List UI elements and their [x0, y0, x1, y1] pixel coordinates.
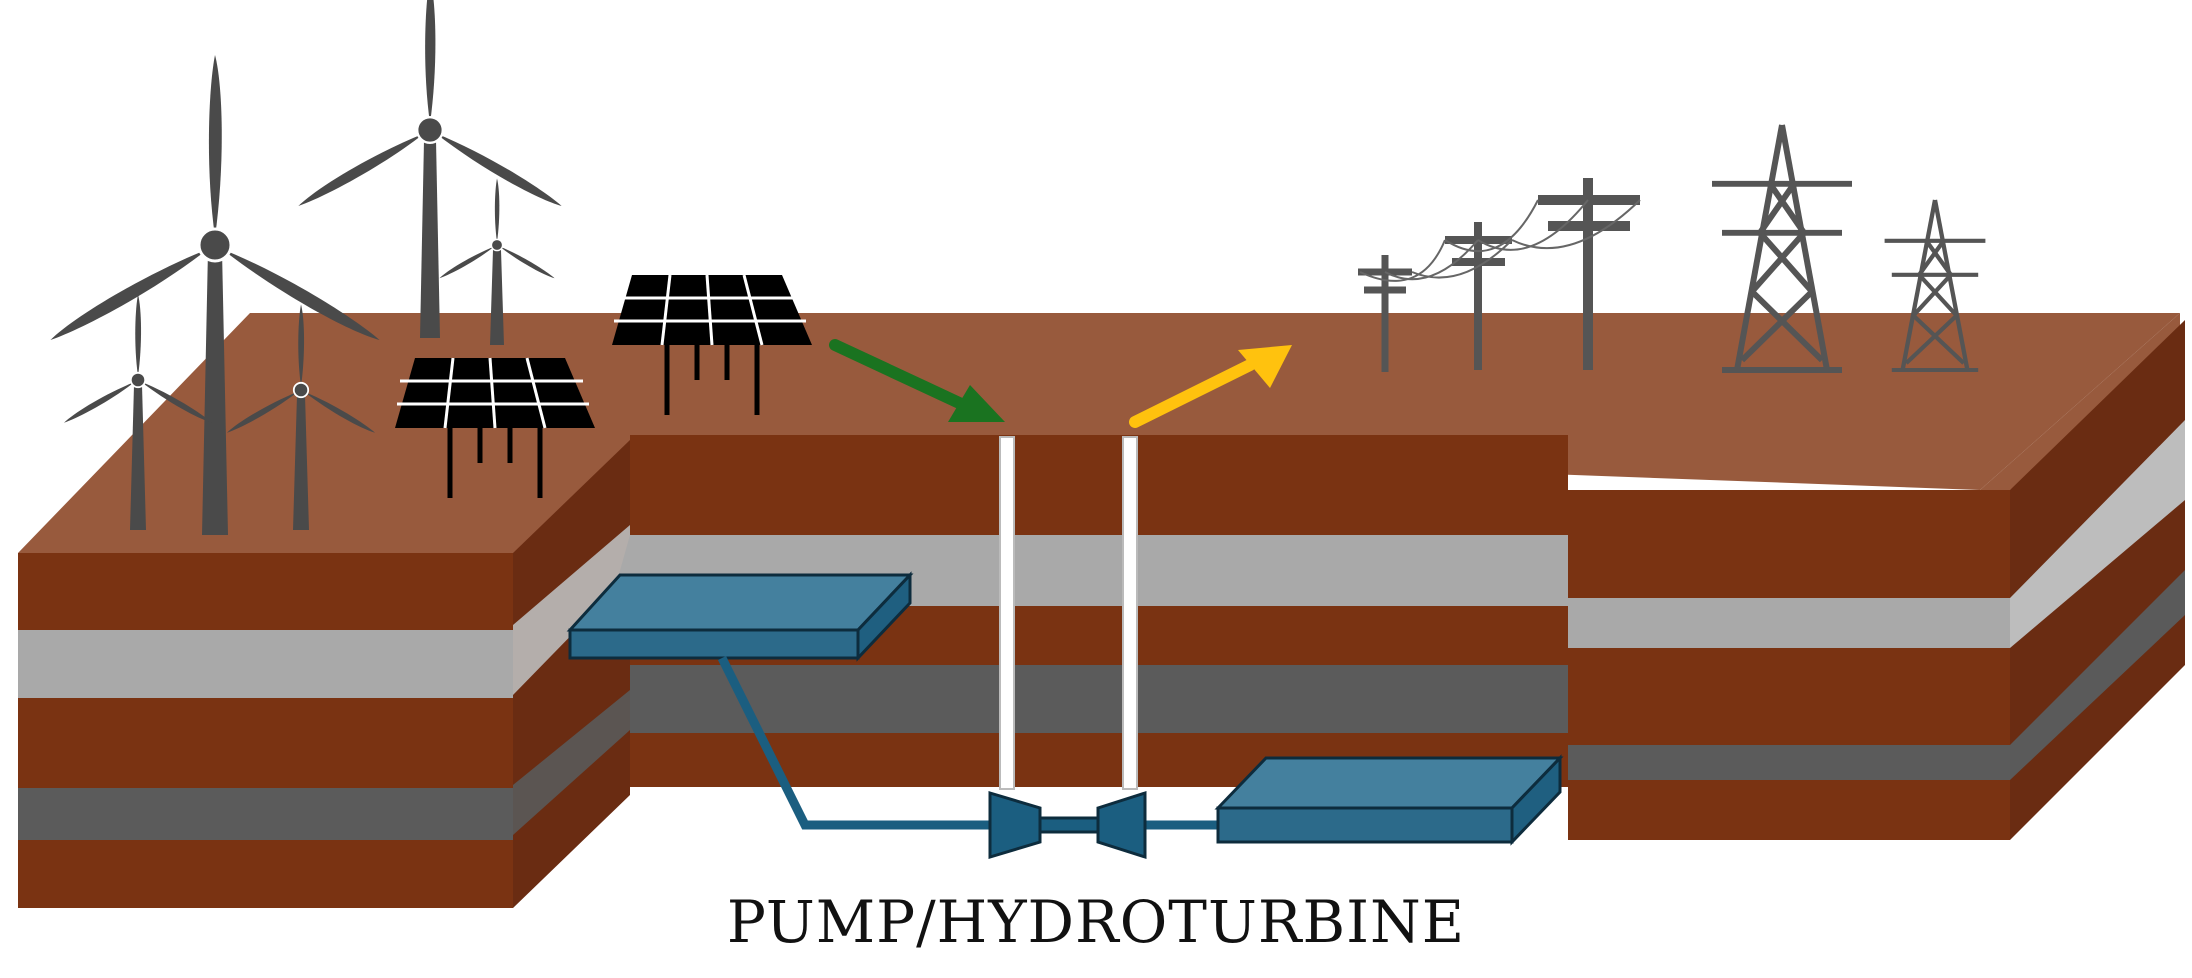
pump-hydroturbine-icon: [988, 790, 1147, 860]
energy-input-arrow: [829, 339, 1005, 422]
wind-turbine-icon: [225, 304, 377, 530]
wind-turbine-icon: [438, 178, 556, 345]
lower-reservoir: [1214, 754, 1564, 846]
power-lines: [1359, 199, 1641, 282]
wind-turbine-icon: [47, 55, 383, 535]
diagram-caption: PUMP/HYDROTURBINE: [726, 888, 1466, 956]
shaft-left: [999, 436, 1015, 790]
shaft-right: [1122, 436, 1138, 790]
utility-pole-icon: [1538, 178, 1640, 370]
upper-reservoir: [566, 571, 914, 662]
wind-turbine-icon: [62, 294, 214, 530]
energy-output-arrow: [1129, 345, 1292, 428]
wind-turbine-icon: [295, 0, 565, 338]
ground-right-block: [1568, 313, 2185, 840]
ground-left-block: [18, 313, 630, 908]
